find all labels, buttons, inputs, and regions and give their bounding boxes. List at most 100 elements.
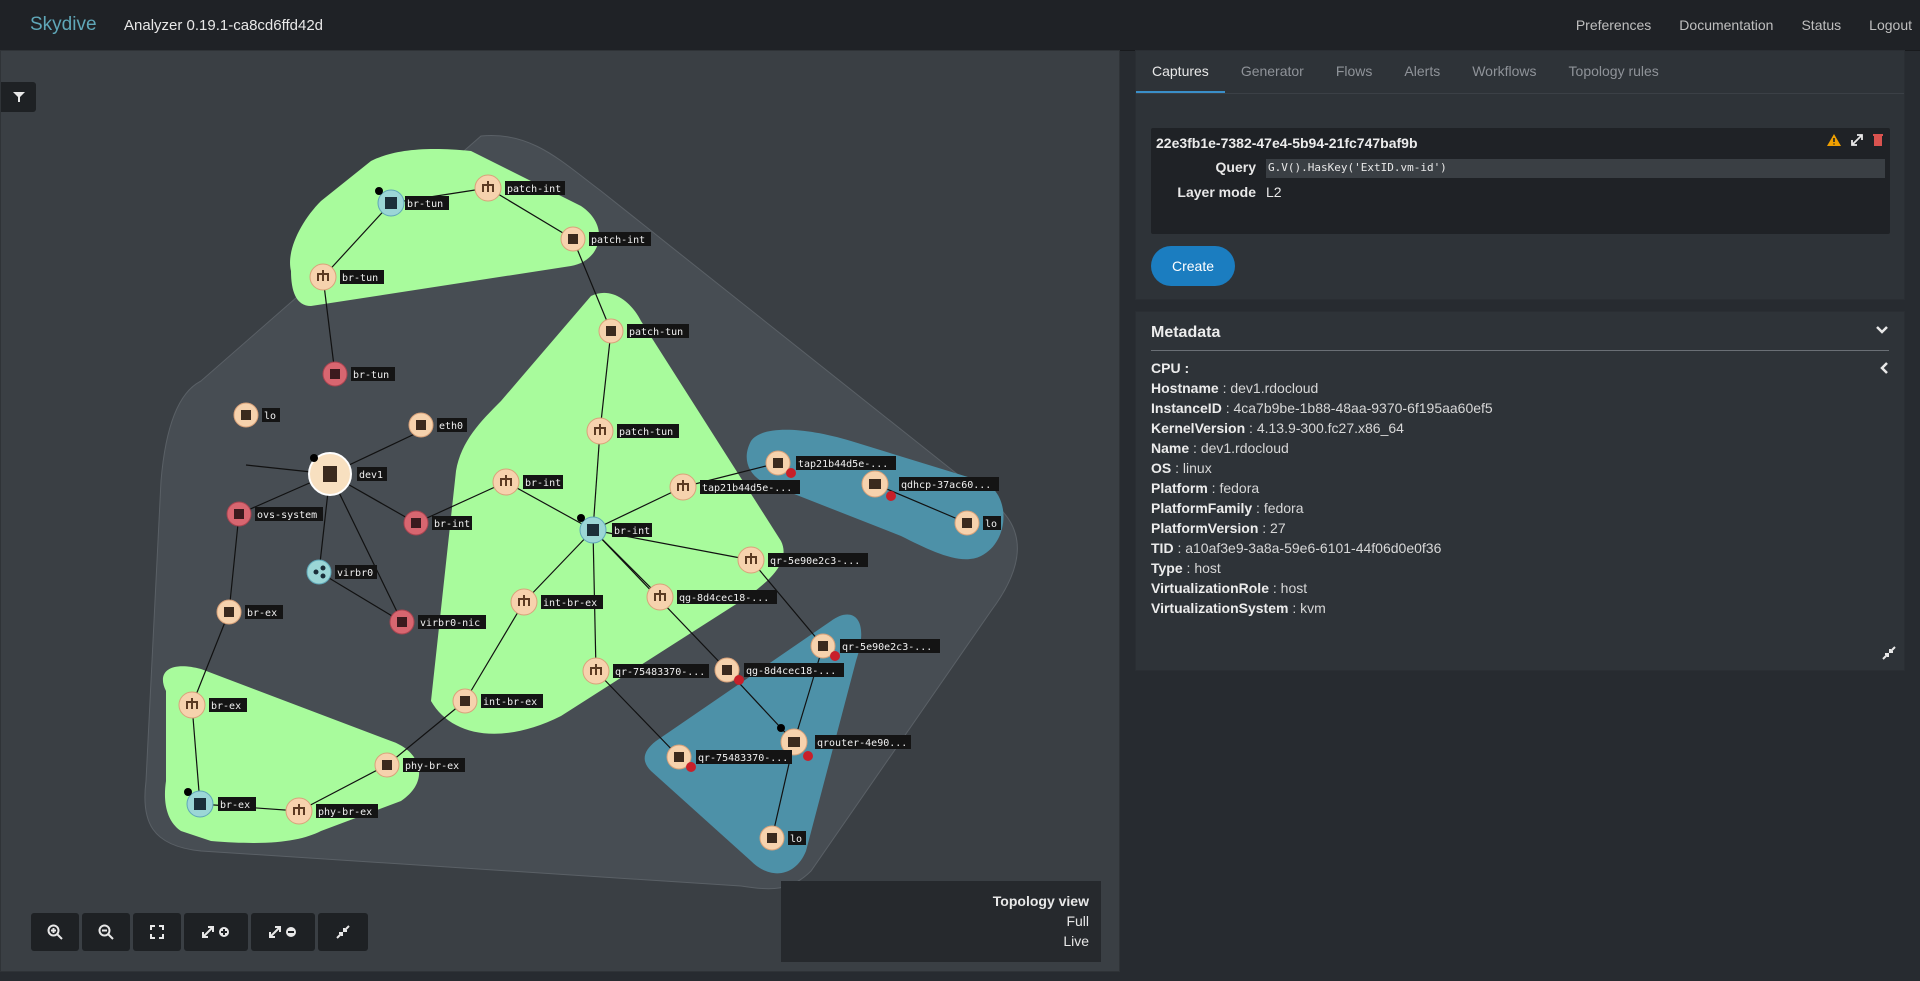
nav-status[interactable]: Status [1801, 17, 1842, 33]
node-br-int-switch[interactable]: br-int [492, 468, 563, 496]
node-lo-qdhcp[interactable]: lo [954, 510, 1001, 536]
collapse-minus-icon [269, 926, 296, 938]
node-qr-5e90-switch[interactable]: qr-5e90e2c3-... [737, 546, 868, 574]
node-label: int-br-ex [483, 697, 537, 708]
interface-icon [606, 326, 616, 336]
node-dev1[interactable]: dev1 [308, 452, 387, 496]
node-patch-tun-switch[interactable]: patch-tun [586, 417, 679, 445]
interface-icon [818, 641, 828, 651]
node-qr-7548-interface[interactable]: qr-75483370-... [666, 744, 792, 772]
node-br-int-interface[interactable]: br-int [403, 510, 472, 536]
metadata-title: Metadata [1151, 324, 1221, 341]
fit-view-icon [150, 925, 164, 939]
node-phy-br-ex-interface[interactable]: phy-br-ex [374, 752, 465, 778]
tab-captures[interactable]: Captures [1136, 51, 1225, 93]
filter-button[interactable] [1, 82, 36, 112]
node-ovs-system[interactable]: ovs-system [226, 501, 323, 527]
metadata-row-platform: Platform : fedora [1151, 480, 1260, 496]
node-eth0[interactable]: eth0 [408, 412, 467, 438]
query-value: G.V().HasKey('ExtID.vm-id') [1266, 159, 1885, 178]
node-label: virbr0 [337, 568, 373, 579]
share-icon [313, 569, 319, 575]
node-int-br-ex-interface[interactable]: int-br-ex [452, 688, 543, 714]
switch-icon [590, 664, 602, 675]
node-int-br-ex-switch[interactable]: int-br-ex [510, 588, 603, 616]
compress-icon[interactable] [1882, 646, 1896, 660]
node-lo-host[interactable]: lo [233, 402, 280, 428]
create-button[interactable]: Create [1151, 246, 1235, 286]
topology-view-box: Topology view Full Live [781, 881, 1101, 962]
layer-mode-value: L2 [1266, 184, 1282, 200]
node-qg-switch[interactable]: qg-8d4cec18-... [646, 583, 777, 611]
shrink-button[interactable] [318, 913, 368, 951]
zoom-out-button[interactable] [82, 913, 130, 951]
node-br-tun-interface[interactable]: br-tun [322, 361, 395, 387]
node-br-ex-switch[interactable]: br-ex [178, 691, 247, 719]
qrouter-group[interactable] [644, 614, 862, 874]
host-icon [323, 466, 337, 482]
topology-view-mode[interactable]: Full [1066, 913, 1089, 929]
node-virbr0-nic[interactable]: virbr0-nic [389, 609, 486, 635]
interface-icon [722, 665, 732, 675]
node-label: qr-5e90e2c3-... [842, 642, 932, 653]
nav-logout[interactable]: Logout [1869, 17, 1912, 33]
node-label: patch-int [591, 235, 645, 246]
nodes[interactable]: br-tun patch-int patch-int br-tun [178, 174, 1001, 851]
node-lo-qrouter[interactable]: lo [759, 825, 806, 851]
node-br-ex-interface[interactable]: br-ex [216, 599, 283, 625]
node-qrouter[interactable]: qrouter-4e90... [777, 724, 911, 761]
switch-icon [317, 270, 329, 281]
metadata-card: Metadata CPU : Hostname : dev1.rdocloud … [1135, 311, 1905, 671]
trash-icon[interactable] [1872, 133, 1884, 147]
node-br-ex-bridge[interactable]: br-ex [184, 788, 256, 818]
node-label: phy-br-ex [405, 761, 459, 772]
node-label: qg-8d4cec18-... [679, 593, 769, 604]
tab-flows[interactable]: Flows [1335, 63, 1373, 79]
expand-all-button[interactable] [184, 913, 248, 951]
node-patch-int-interface[interactable]: patch-int [560, 226, 651, 252]
metadata-list: CPU : Hostname : dev1.rdocloud InstanceI… [1151, 358, 1891, 618]
nav-preferences[interactable]: Preferences [1575, 17, 1652, 33]
node-label: patch-tun [629, 327, 683, 338]
capture-actions [1826, 133, 1884, 147]
node-tap-switch[interactable]: tap21b44d5e-... [669, 473, 800, 501]
expand-icon[interactable] [1850, 133, 1864, 147]
bridge-icon [587, 524, 599, 536]
topology-view-time[interactable]: Live [1063, 933, 1089, 949]
brand-logo[interactable]: Skydive [30, 14, 97, 35]
nav-documentation[interactable]: Documentation [1679, 17, 1774, 33]
node-label: qrouter-4e90... [817, 738, 907, 749]
collapse-all-button[interactable] [251, 913, 315, 951]
tab-workflows[interactable]: Workflows [1472, 63, 1537, 79]
node-phy-br-ex-switch[interactable]: phy-br-ex [285, 797, 378, 825]
chevron-left-icon[interactable] [1879, 361, 1889, 375]
metadata-row-type: Type : host [1151, 560, 1221, 576]
node-qdhcp[interactable]: qdhcp-37ac60... [861, 470, 999, 501]
node-qr-5e90-interface[interactable]: qr-5e90e2c3-... [810, 633, 940, 661]
node-label: virbr0-nic [420, 618, 480, 629]
node-virbr0[interactable]: virbr0 [306, 559, 377, 585]
node-qg-interface[interactable]: qg-8d4cec18-... [714, 657, 844, 685]
chevron-down-icon[interactable] [1875, 325, 1889, 335]
right-panel: Captures Generator Flows Alerts Workflow… [1135, 50, 1905, 671]
node-patch-tun-interface[interactable]: patch-tun [598, 318, 689, 344]
topology-graph[interactable]: br-tun patch-int patch-int br-tun [1, 51, 1119, 971]
metadata-row-os: OS : linux [1151, 460, 1212, 476]
node-br-int-bridge[interactable]: br-int [577, 514, 652, 544]
metadata-row-instanceid: InstanceID : 4ca7b9be-1b88-48aa-9370-6f1… [1151, 400, 1493, 416]
capture-item[interactable]: 22e3fb1e-7382-47e4-5b94-21fc747baf9b Que… [1151, 128, 1890, 234]
node-tap-interface[interactable]: tap21b44d5e-... [765, 450, 896, 478]
node-patch-int-switch[interactable]: patch-int [474, 174, 565, 202]
tab-topology-rules[interactable]: Topology rules [1568, 63, 1659, 79]
node-br-tun-switch[interactable]: br-tun [309, 263, 384, 291]
node-br-tun-bridge[interactable]: br-tun [375, 187, 449, 217]
warning-icon[interactable] [1826, 133, 1842, 147]
zoom-in-button[interactable] [31, 913, 79, 951]
topology-panel[interactable]: br-tun patch-int patch-int br-tun [0, 50, 1120, 972]
node-label: eth0 [439, 421, 463, 432]
br-int-group[interactable] [431, 292, 784, 734]
node-qr-7548-switch[interactable]: qr-75483370-... [582, 657, 709, 685]
fit-view-button[interactable] [133, 913, 181, 951]
tab-generator[interactable]: Generator [1240, 63, 1304, 79]
tab-alerts[interactable]: Alerts [1404, 63, 1441, 79]
